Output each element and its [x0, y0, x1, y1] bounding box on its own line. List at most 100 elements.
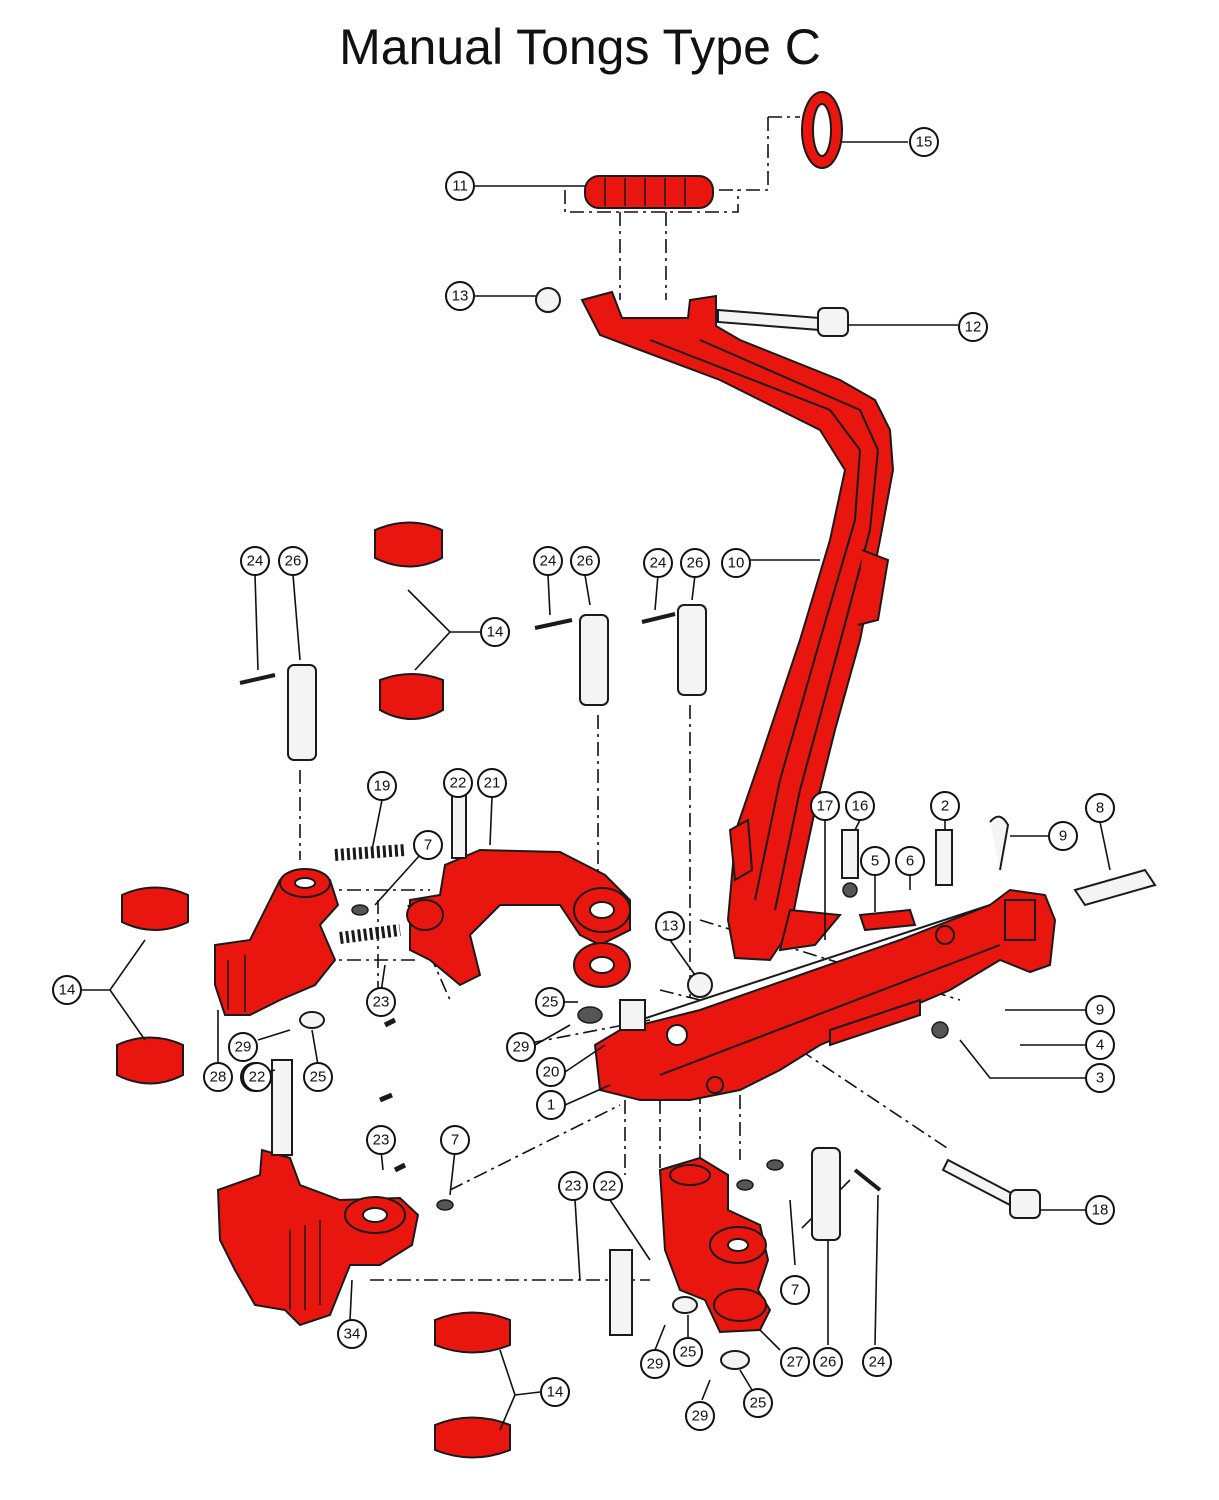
callout: 26 [813, 1347, 843, 1377]
callout: 22 [242, 1062, 272, 1092]
callout-label: 22 [249, 1069, 266, 1086]
leader-lines [82, 141, 1111, 1431]
callout-label: 23 [565, 1178, 582, 1195]
callout: 17 [810, 791, 840, 821]
callout-label: 27 [787, 1354, 804, 1371]
callout: 26 [278, 546, 308, 576]
callout: 9 [1085, 995, 1115, 1025]
callout: 26 [680, 548, 710, 578]
callout-label: 1 [547, 1097, 555, 1114]
callout-label: 25 [750, 1395, 767, 1412]
callout: 29 [506, 1032, 536, 1062]
callout: 24 [862, 1347, 892, 1377]
callout: 21 [477, 768, 507, 798]
callout-label: 25 [680, 1344, 697, 1361]
callout-label: 24 [540, 553, 557, 570]
lower-left-jaw [216, 1148, 420, 1327]
callout-label: 21 [484, 775, 501, 792]
callout: 29 [640, 1349, 670, 1379]
callout-label: 26 [577, 553, 594, 570]
callout: 11 [445, 171, 475, 201]
die-set-top [374, 521, 444, 720]
handle-grip [584, 175, 714, 209]
callout: 5 [860, 846, 890, 876]
callout: 29 [685, 1401, 715, 1431]
callout: 1 [536, 1090, 566, 1120]
callout-label: 12 [965, 319, 982, 336]
callout: 25 [673, 1337, 703, 1367]
callout-label: 23 [373, 994, 390, 1011]
callout-label: 26 [820, 1354, 837, 1371]
callout: 14 [52, 975, 82, 1005]
callout: 7 [413, 830, 443, 860]
callout-label: 24 [650, 555, 667, 572]
callout: 26 [570, 546, 600, 576]
callout-label: 10 [728, 555, 745, 572]
callout: 23 [366, 987, 396, 1017]
callout: 3 [1085, 1063, 1115, 1093]
callout: 8 [1085, 793, 1115, 823]
callout-label: 14 [547, 1384, 564, 1401]
callout: 20 [536, 1057, 566, 1087]
callout-label: 24 [247, 553, 264, 570]
callout: 19 [367, 771, 397, 801]
callout: 23 [366, 1125, 396, 1155]
die-set-left [116, 886, 189, 1085]
callout-label: 22 [600, 1178, 617, 1195]
callout-label: 28 [210, 1069, 227, 1086]
callout-label: 13 [662, 918, 679, 935]
red-parts [116, 91, 1057, 1459]
callout-label: 29 [235, 1039, 252, 1056]
callout-label: 5 [871, 853, 879, 870]
assembly-lines [279, 116, 961, 1281]
callout: 9 [1048, 821, 1078, 851]
callout: 25 [743, 1388, 773, 1418]
callout: 6 [895, 846, 925, 876]
callout: 7 [440, 1125, 470, 1155]
callout: 7 [780, 1275, 810, 1305]
callout-label: 14 [59, 982, 76, 999]
callout: 24 [533, 546, 563, 576]
callout-label: 20 [543, 1064, 560, 1081]
tong-lever [580, 290, 895, 962]
callout-label: 17 [817, 798, 834, 815]
callout: 24 [643, 548, 673, 578]
hardware [239, 287, 1157, 1370]
callout-label: 7 [451, 1132, 459, 1149]
callout-label: 11 [452, 178, 468, 195]
callout: 18 [1085, 1195, 1115, 1225]
callout: 28 [203, 1062, 233, 1092]
callout: 15 [909, 127, 939, 157]
callout: 29 [228, 1032, 258, 1062]
callout-label: 22 [450, 775, 467, 792]
callout-label: 4 [1096, 1037, 1104, 1054]
callout-label: 6 [906, 853, 914, 870]
callout-label: 25 [542, 994, 559, 1011]
callout-label: 29 [647, 1356, 664, 1373]
callout: 22 [593, 1171, 623, 1201]
callout-label: 8 [1096, 800, 1104, 817]
callout-label: 26 [285, 553, 302, 570]
callout-label: 7 [791, 1282, 799, 1299]
callout-label: 18 [1092, 1202, 1109, 1219]
callout-label: 13 [452, 288, 469, 305]
callout: 13 [655, 911, 685, 941]
callout-label: 34 [344, 1326, 361, 1343]
callout: 13 [445, 281, 475, 311]
callout-label: 23 [373, 1132, 390, 1149]
die-set-bottom [434, 1311, 511, 1459]
callout-label: 16 [852, 798, 869, 815]
callout: 2 [930, 791, 960, 821]
callout: 16 [845, 791, 875, 821]
callout: 10 [721, 548, 751, 578]
callout-label: 15 [916, 134, 933, 151]
callouts: 15 11 13 12 10 24 26 14 24 26 24 26 19 7… [52, 127, 1115, 1431]
callout: 14 [480, 617, 510, 647]
callout-label: 9 [1096, 1002, 1104, 1019]
callout: 25 [535, 987, 565, 1017]
callout: 34 [337, 1319, 367, 1349]
callout: 24 [240, 546, 270, 576]
callout-label: 29 [513, 1039, 530, 1056]
callout: 14 [540, 1377, 570, 1407]
callout: 27 [780, 1347, 810, 1377]
